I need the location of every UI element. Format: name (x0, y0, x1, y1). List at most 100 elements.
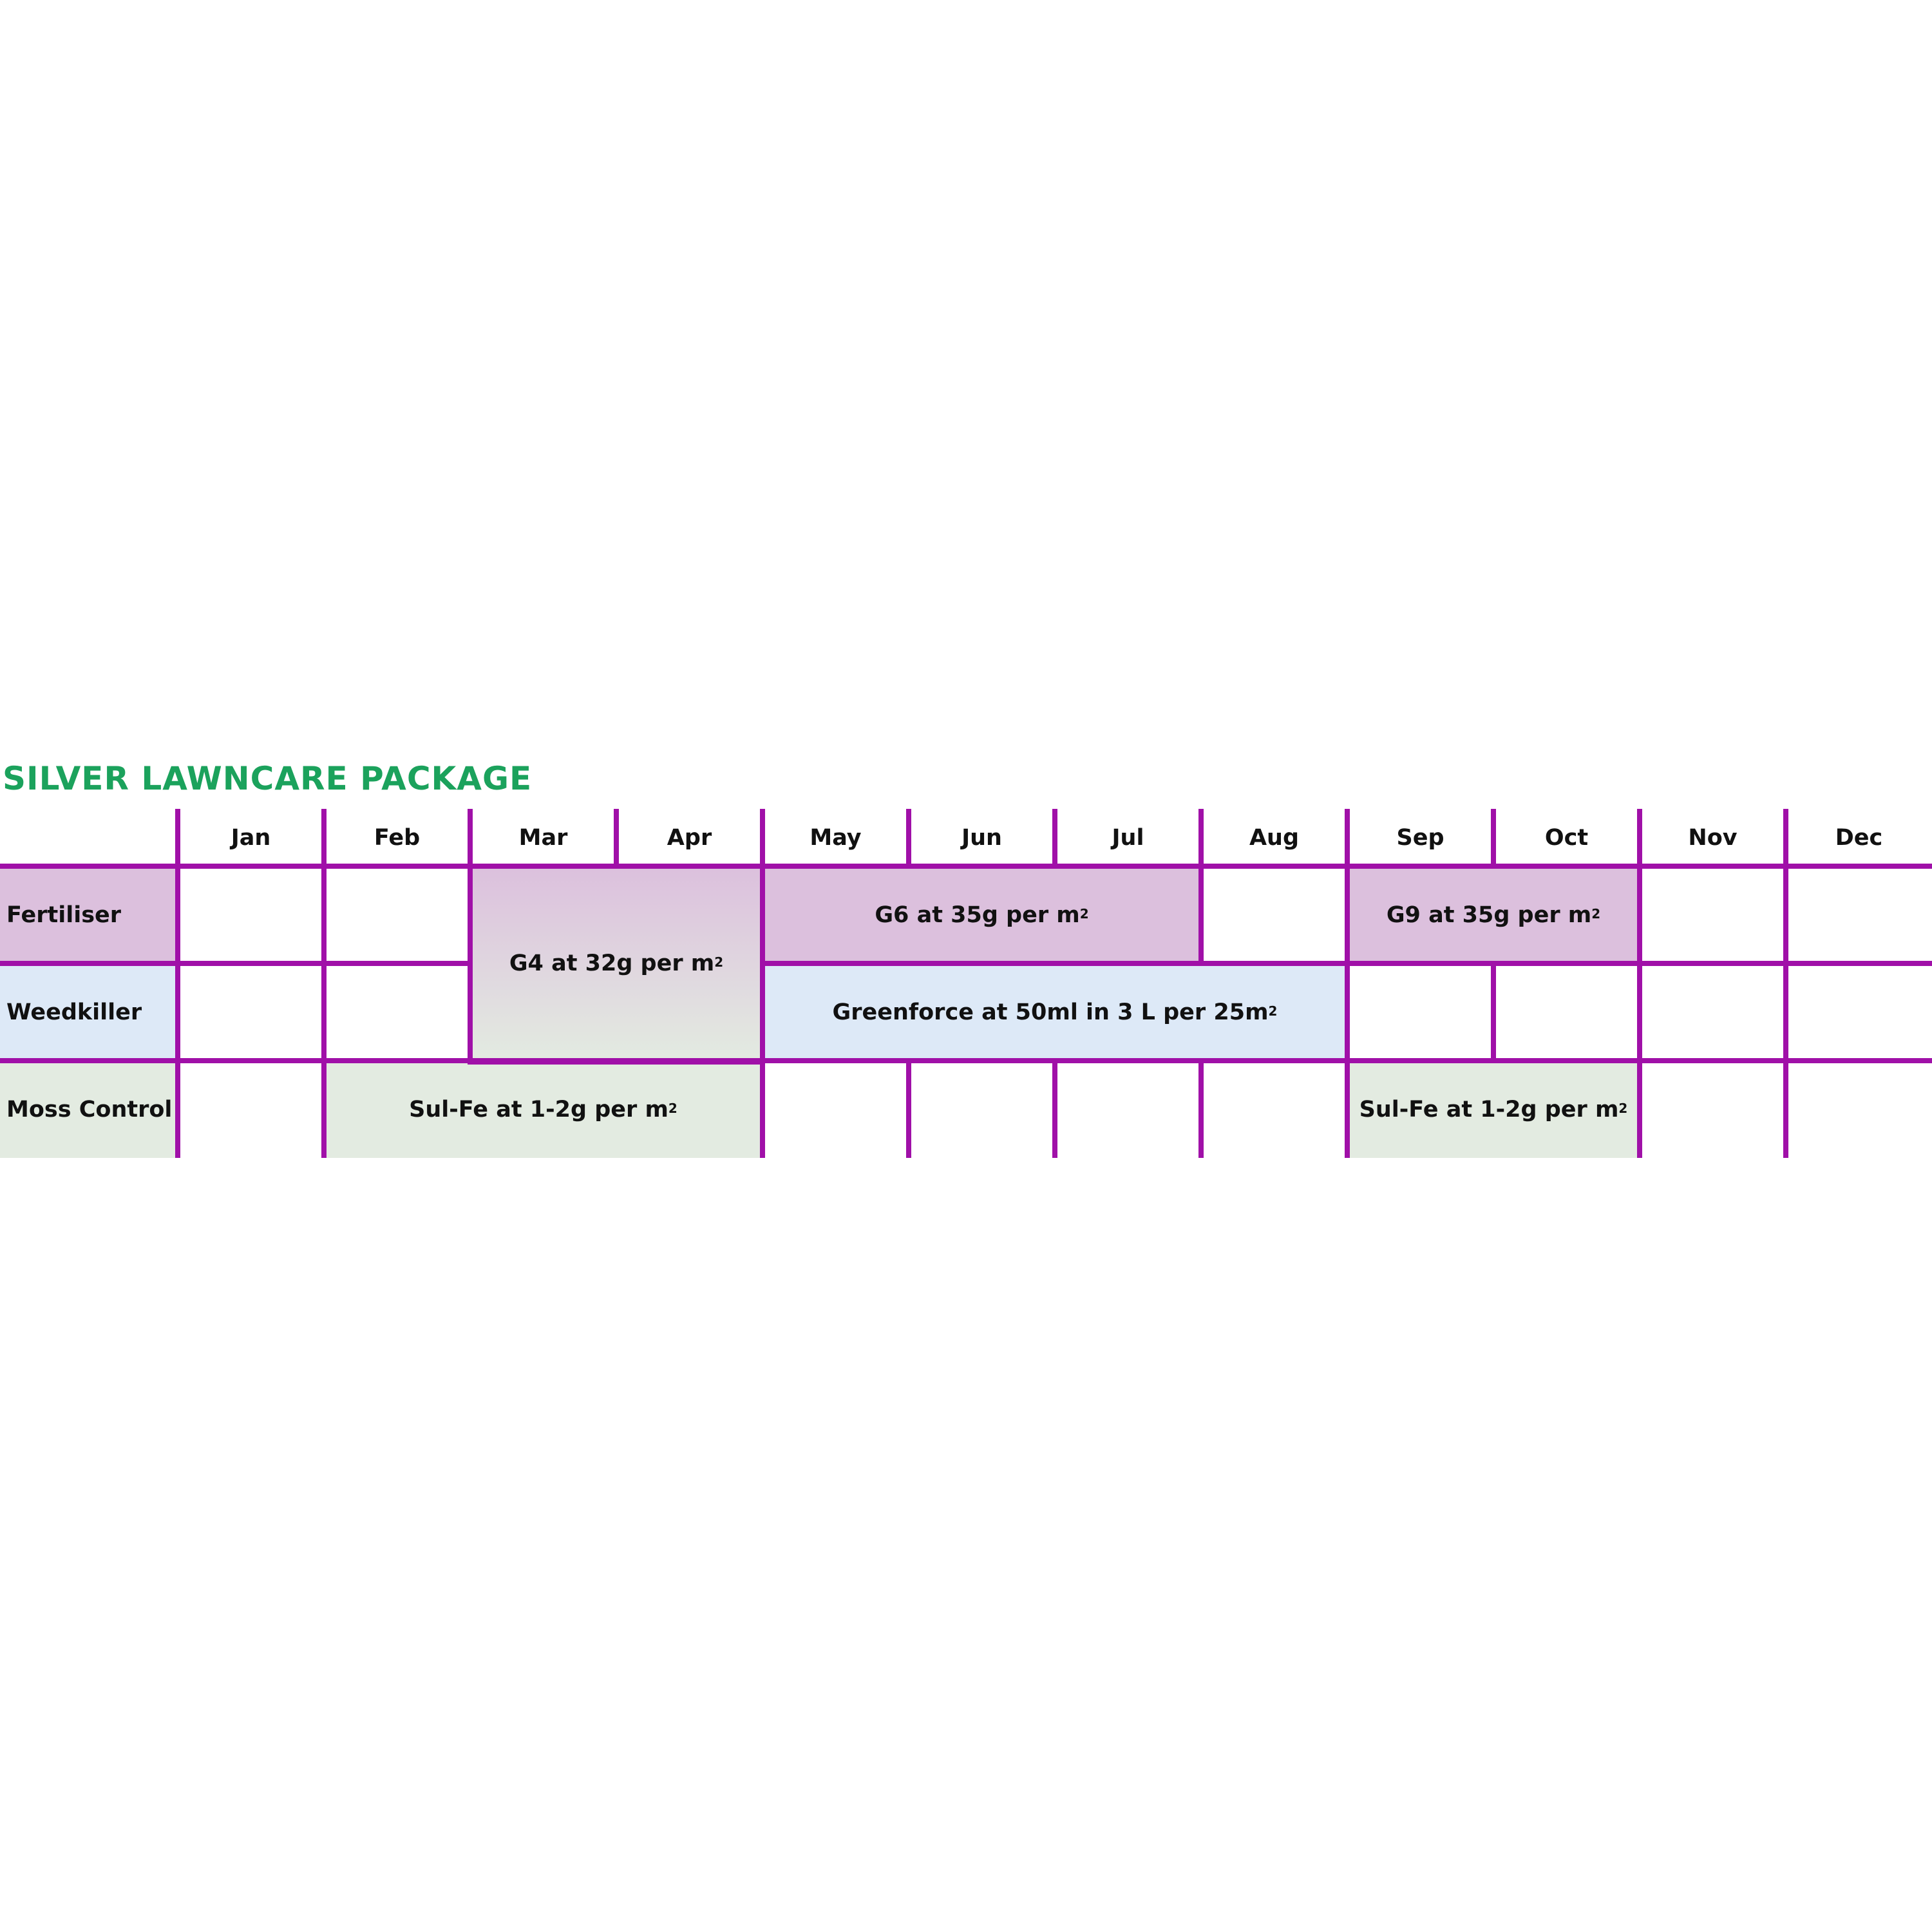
month-header-feb: Feb (374, 824, 421, 851)
grid-line-h (614, 864, 765, 869)
grid-line-v (1637, 1061, 1642, 1158)
grid-line-h (1491, 1058, 1642, 1063)
treatment-text: Sul-Fe at 1-2g per m (409, 1096, 668, 1122)
treatment-text: G4 at 32g per m (509, 951, 715, 976)
month-header-mar: Mar (518, 824, 568, 851)
grid-line-h (321, 961, 473, 966)
grid-line-h (1637, 864, 1788, 869)
month-header-jul: Jul (1112, 824, 1144, 851)
grid-line-v (1491, 963, 1496, 1061)
grid-line-v (1637, 809, 1642, 866)
grid-line-h (1198, 1058, 1350, 1063)
grid-line-v (1783, 809, 1788, 866)
grid-line-h (1637, 1058, 1788, 1063)
grid-line-v (1052, 809, 1057, 866)
treatment-text: G6 at 35g per m (875, 902, 1080, 928)
grid-line-h (468, 864, 619, 869)
grid-line-v (1345, 866, 1350, 963)
grid-line-v (906, 809, 911, 866)
grid-line-h (1345, 961, 1496, 966)
grid-line-v (1198, 1061, 1204, 1158)
month-header-may: May (810, 824, 862, 851)
treatment-text: Greenforce at 50ml in 3 L per 25m (832, 999, 1269, 1025)
grid-line-h (1052, 961, 1204, 966)
grid-line-h (1783, 864, 1932, 869)
grid-line-h (321, 1058, 473, 1063)
grid-line-v (760, 866, 765, 963)
grid-line-v (175, 1061, 180, 1158)
grid-line-h (1783, 961, 1932, 966)
grid-line-h (1491, 961, 1642, 966)
month-header-nov: Nov (1688, 824, 1738, 851)
grid-line-v (906, 1061, 911, 1158)
grid-line-h (906, 961, 1057, 966)
grid-line-v (1345, 809, 1350, 866)
treatment-text: G9 at 35g per m (1386, 902, 1592, 928)
grid-line-v (175, 809, 180, 866)
grid-line-v (1345, 1061, 1350, 1158)
grid-line-h (0, 961, 178, 966)
grid-line-v (321, 866, 327, 963)
treatment-superscript: 2 (1618, 1100, 1628, 1116)
grid-line-v (1783, 1061, 1788, 1158)
month-header-sep: Sep (1396, 824, 1444, 851)
grid-line-h (760, 1058, 911, 1063)
month-header-jun: Jun (961, 824, 1002, 851)
grid-line-h (1345, 864, 1496, 869)
grid-line-h (1637, 961, 1788, 966)
month-header-dec: Dec (1835, 824, 1883, 851)
grid-line-h (1052, 864, 1204, 869)
treatment-superscript: 2 (1591, 905, 1601, 922)
row-label-weedkiller: Weedkiller (0, 963, 178, 1061)
row-label-moss: Moss Control (0, 1061, 178, 1158)
grid-line-h (906, 864, 1057, 869)
page-title: SILVER LAWNCARE PACKAGE (3, 760, 533, 797)
grid-line-h (175, 961, 327, 966)
treatment-superscript: 2 (668, 1100, 677, 1116)
grid-line-h (175, 1058, 327, 1063)
grid-line-h (1198, 961, 1350, 966)
grid-line-h (0, 1058, 178, 1063)
grid-line-v (1783, 963, 1788, 1061)
grid-line-h (1345, 1058, 1496, 1063)
grid-line-v (1345, 963, 1350, 1061)
grid-line-h (1783, 1058, 1932, 1063)
grid-line-v (1637, 866, 1642, 963)
row-label-fertiliser: Fertiliser (0, 866, 178, 963)
treatment-text: Sul-Fe at 1-2g per m (1359, 1096, 1619, 1122)
grid-line-v (321, 1061, 327, 1158)
grid-line-v (760, 1061, 765, 1158)
grid-line-v (1783, 866, 1788, 963)
grid-line-h (760, 864, 911, 869)
grid-line-h (175, 864, 327, 869)
month-header-jan: Jan (231, 824, 271, 851)
grid-line-v (760, 963, 765, 1061)
grid-line-v (1052, 1061, 1057, 1158)
grid-line-h (1491, 864, 1642, 869)
grid-line-v (468, 963, 473, 1061)
grid-line-v (468, 866, 473, 963)
month-header-apr: Apr (667, 824, 712, 851)
grid-line-h (906, 1058, 1057, 1063)
grid-line-h (321, 864, 473, 869)
grid-line-v (614, 809, 619, 866)
grid-line-v (1491, 809, 1496, 866)
month-header-aug: Aug (1249, 824, 1300, 851)
grid-line-v (321, 809, 327, 866)
grid-line-h (1052, 1058, 1204, 1063)
month-header-oct: Oct (1544, 824, 1589, 851)
grid-line-v (175, 866, 180, 963)
treatment-superscript: 2 (1079, 905, 1089, 922)
grid-line-h (0, 864, 178, 869)
grid-line-v (1198, 809, 1204, 866)
grid-line-v (1637, 963, 1642, 1061)
treatment-superscript: 2 (714, 954, 724, 970)
grid-line-v (321, 963, 327, 1061)
